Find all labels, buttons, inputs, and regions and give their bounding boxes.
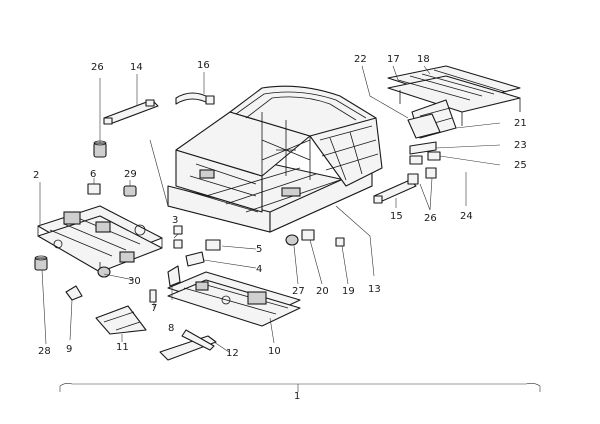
pin-7[interactable] — [149, 289, 157, 303]
spring-clip-9[interactable] — [65, 285, 83, 301]
callout-11: 11 — [116, 342, 129, 353]
callout-3: 3 — [172, 215, 178, 226]
callout-30: 30 — [128, 276, 141, 287]
bracket-pair-right[interactable] — [407, 167, 437, 185]
callout-20: 20 — [316, 286, 329, 297]
block-5[interactable] — [205, 239, 221, 251]
lower-link-12[interactable] — [159, 329, 217, 361]
tubular-cross-member-11[interactable] — [95, 305, 147, 335]
bracket-4[interactable] — [185, 251, 205, 267]
rubber-mount-20[interactable] — [301, 229, 315, 241]
rear-subframe-bracket[interactable] — [407, 113, 441, 139]
callout-4: 4 — [256, 264, 262, 275]
callout-26-right: 26 — [424, 213, 437, 224]
bracket-8[interactable] — [167, 265, 181, 287]
callout-15: 15 — [390, 211, 403, 222]
callout-1: 1 — [294, 391, 300, 402]
callout-28: 28 — [38, 346, 51, 357]
callout-5: 5 — [256, 244, 262, 255]
callout-24: 24 — [460, 211, 473, 222]
callout-8: 8 — [168, 323, 174, 334]
callout-22: 22 — [354, 54, 367, 65]
callout-7: 7 — [151, 303, 157, 314]
callout-2: 2 — [33, 170, 39, 181]
callout-14: 14 — [130, 62, 143, 73]
callout-17: 17 — [387, 54, 400, 65]
front-subframe[interactable] — [37, 205, 163, 273]
callout-10: 10 — [268, 346, 281, 357]
small-block-6[interactable] — [87, 183, 101, 195]
callout-26-left: 26 — [91, 62, 104, 73]
outrigger-arm[interactable] — [373, 179, 417, 204]
bushing-29[interactable] — [123, 185, 137, 197]
callout-27: 27 — [292, 286, 305, 297]
mount-bushing-lower[interactable] — [34, 255, 48, 271]
callout-12: 12 — [226, 348, 239, 359]
mount-bushing-upper[interactable] — [93, 140, 107, 158]
callout-21: 21 — [514, 118, 527, 129]
callouts: 1 2 3 4 5 6 7 8 9 10 11 12 13 14 15 16 1… — [33, 54, 527, 402]
callout-18: 18 — [417, 54, 430, 65]
bushing-30[interactable] — [97, 266, 111, 278]
small-bracket-23[interactable] — [409, 141, 437, 155]
callout-9: 9 — [66, 344, 72, 355]
tie-brace[interactable] — [175, 92, 215, 105]
callout-16: 16 — [197, 60, 210, 71]
callout-23: 23 — [514, 140, 527, 151]
callout-13: 13 — [368, 284, 381, 295]
rear-lower-frame-rail[interactable] — [167, 271, 301, 327]
callout-19: 19 — [342, 286, 355, 297]
rear-subframe[interactable] — [387, 65, 521, 139]
cross-brace-bar[interactable] — [103, 99, 159, 125]
leader-lines — [39, 65, 541, 392]
callout-6: 6 — [90, 169, 96, 180]
callout-25: 25 — [514, 160, 527, 171]
rubber-mount-27[interactable] — [285, 234, 299, 246]
main-chassis-frame[interactable] — [167, 85, 383, 233]
rubber-mount-19[interactable] — [335, 237, 345, 247]
callout-29: 29 — [124, 169, 137, 180]
